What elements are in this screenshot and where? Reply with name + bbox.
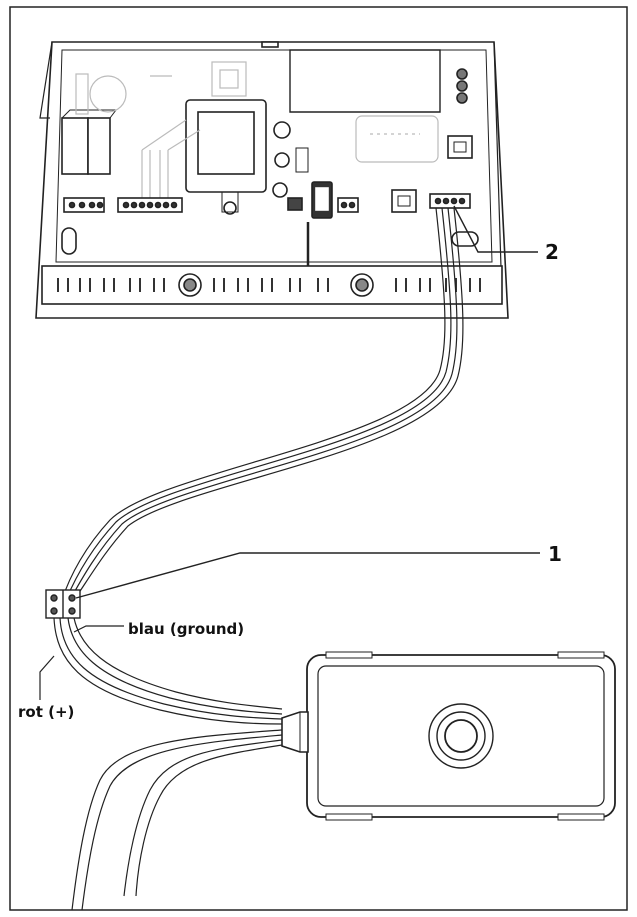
blue-wire-leader (73, 625, 124, 633)
wire-connector (45, 589, 81, 619)
red-wire-label: rot (+) (18, 703, 75, 721)
diagram-border (9, 6, 628, 911)
red-wire-leader (39, 655, 55, 700)
callout-2-leader (453, 205, 538, 253)
cable-bundle (61, 207, 464, 601)
callout-1-leader (75, 552, 540, 599)
callout-number-1: 1 (548, 542, 562, 566)
sensor-wires (53, 617, 283, 725)
sensor-module-icon (281, 651, 616, 821)
control-board-housing-icon (35, 41, 509, 319)
terminal-block (429, 193, 471, 209)
output-wires (71, 729, 283, 911)
callout-number-2: 2 (545, 240, 559, 264)
blue-wire-label: blau (ground) (128, 620, 245, 638)
